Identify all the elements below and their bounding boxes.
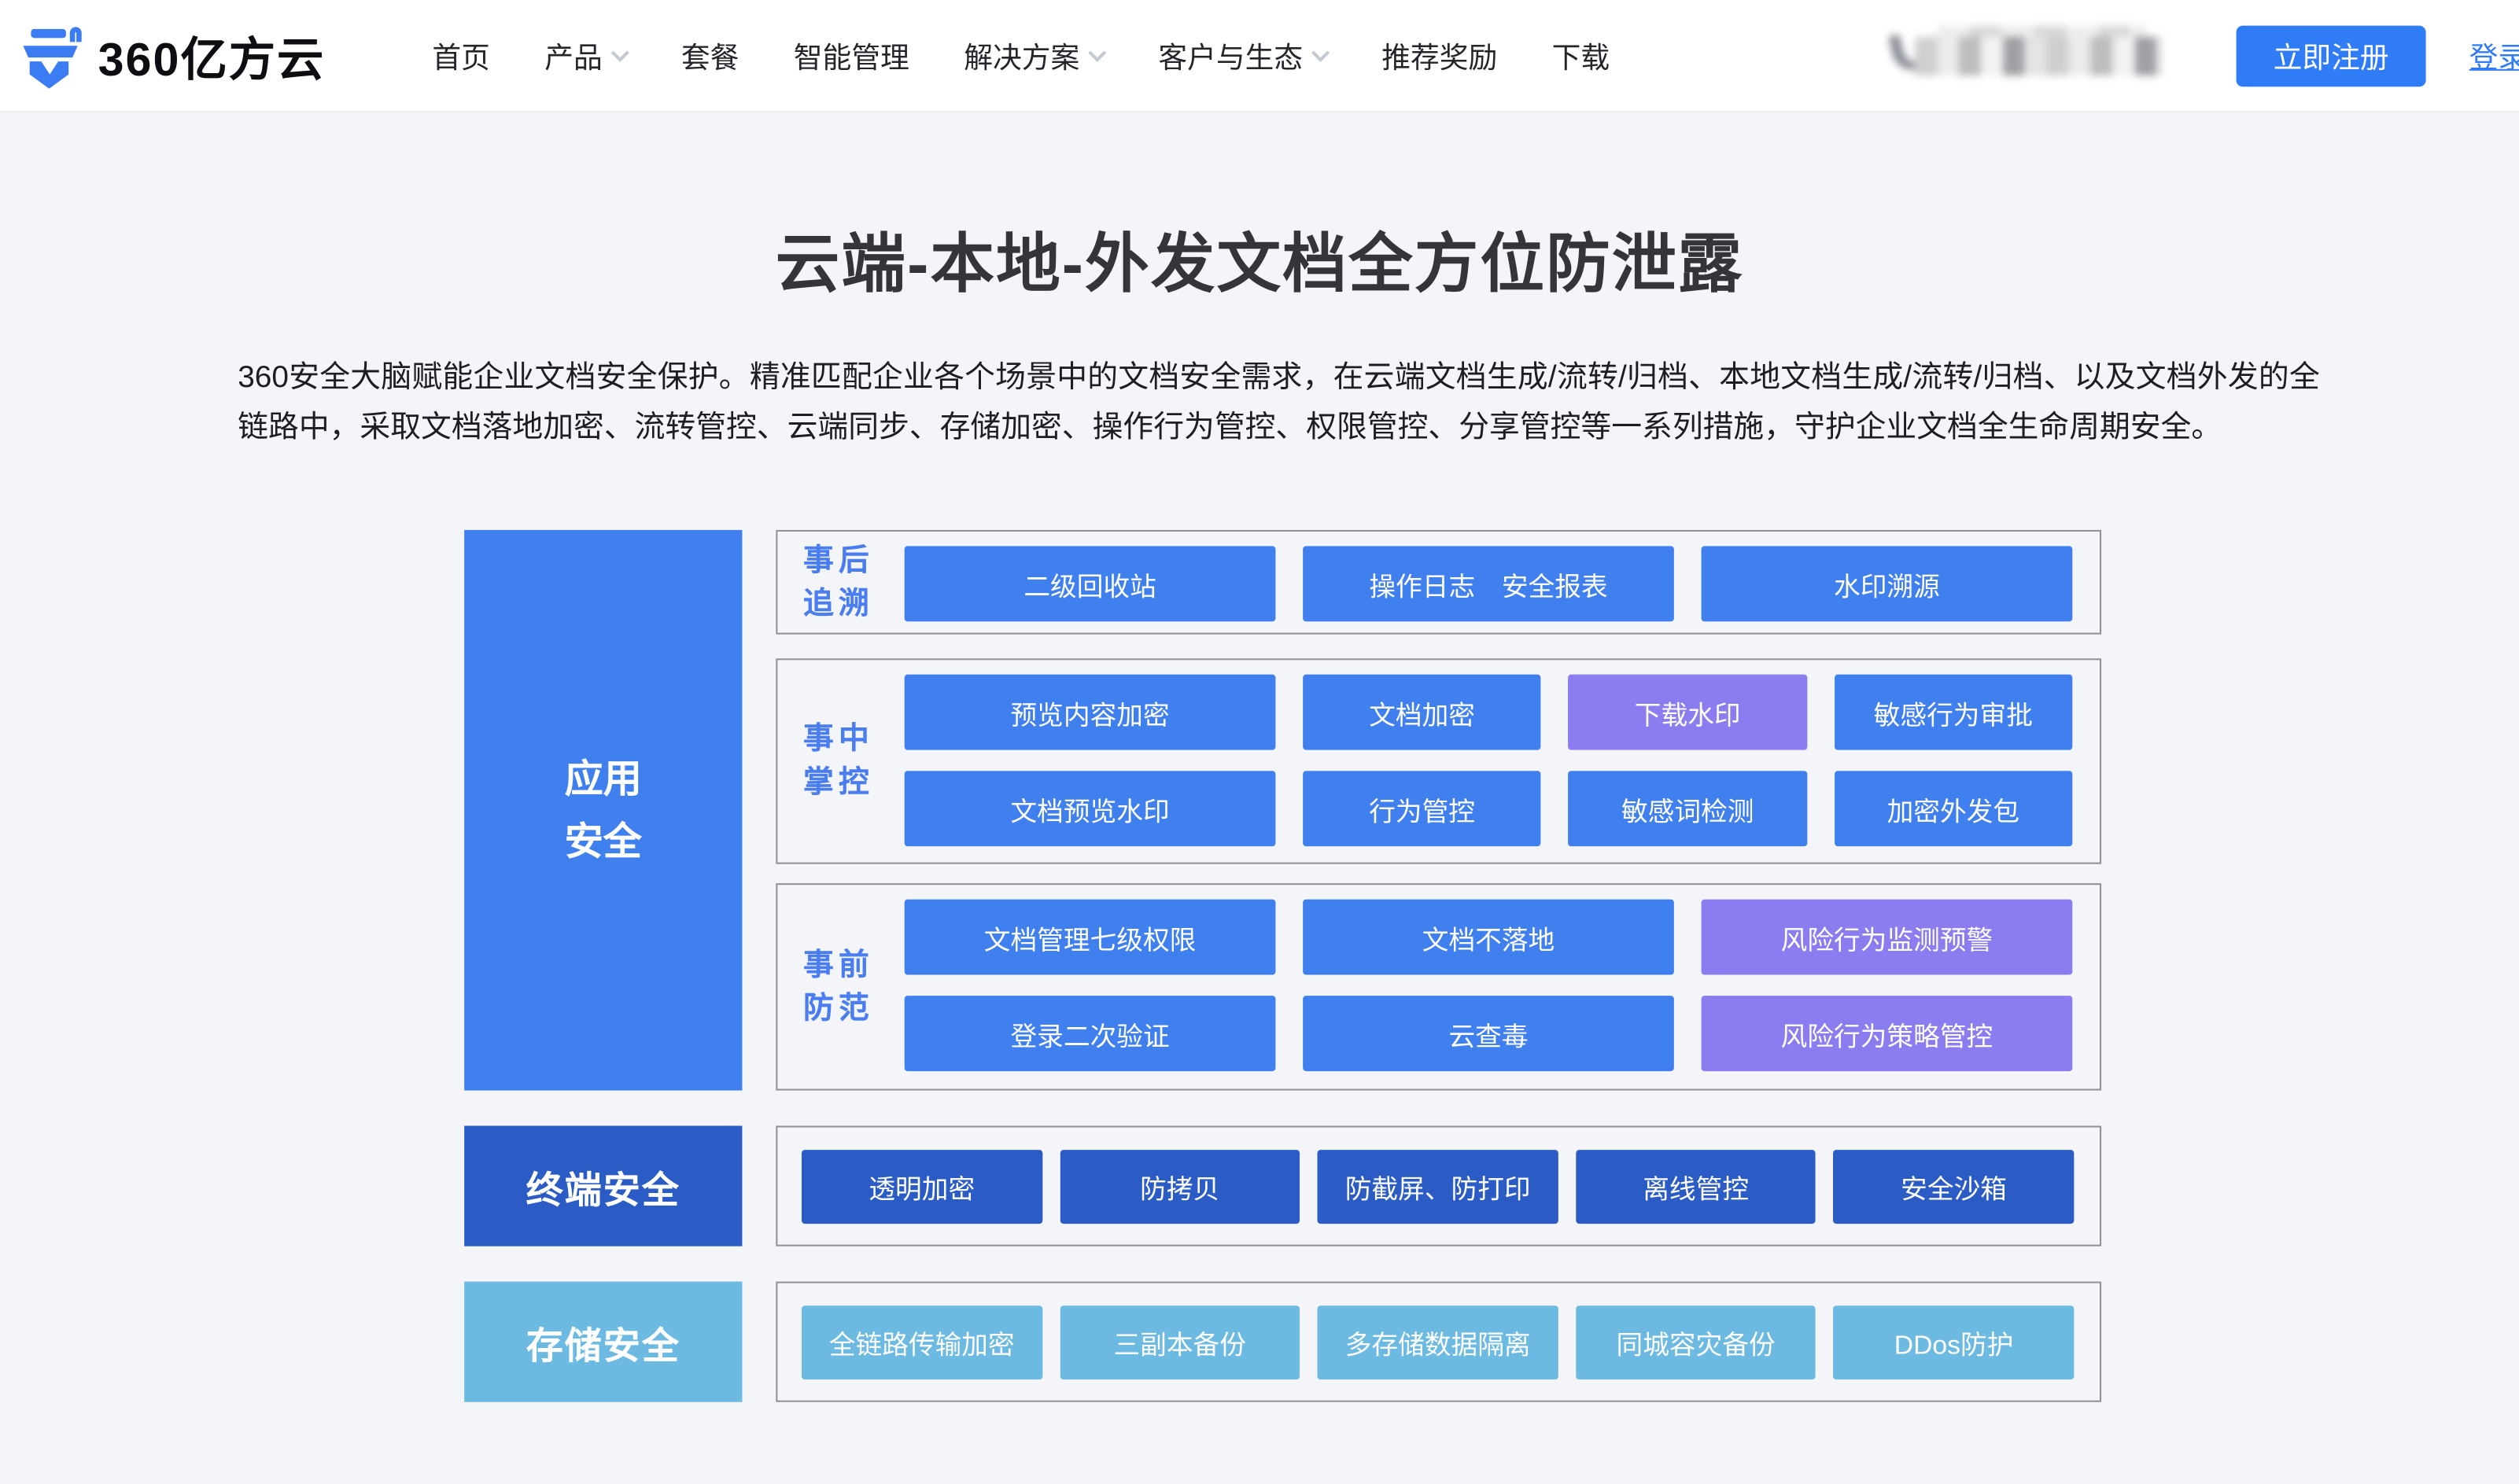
terminal-security-row: 终端安全 透明加密 防拷贝 防截屏、防打印 离线管控 安全沙箱 — [464, 1125, 2102, 1246]
group-pre-event-prevention: 事前防范 文档管理七级权限 文档不落地 风险行为监测预警 登录二次验证 云查毒 … — [776, 883, 2102, 1091]
feature-full-link-encryption: 全链路传输加密 — [802, 1305, 1042, 1380]
group-storage-security: 全链路传输加密 三副本备份 多存储数据隔离 同城容灾备份 DDos防护 — [776, 1281, 2102, 1402]
chevron-down-icon — [1088, 43, 1107, 62]
feature-risk-monitoring-alert: 风险行为监测预警 — [1701, 899, 2073, 975]
nav-item-smart-management[interactable]: 智能管理 — [793, 42, 909, 74]
main-menu: 首页 产品 套餐 智能管理 解决方案 客户与生态 推荐奖励 下载 — [432, 0, 1610, 112]
feature-watermark-tracing: 水印溯源 — [1701, 546, 2073, 622]
nav-item-plans[interactable]: 套餐 — [680, 42, 739, 74]
category-terminal-security: 终端安全 — [464, 1125, 743, 1246]
login-link[interactable]: 登录 — [2469, 42, 2519, 74]
top-navigation: 360亿方云 首页 产品 套餐 智能管理 解决方案 客户与生态 推荐奖励 下载 … — [0, 0, 2519, 112]
feature-recycle-bin: 二级回收站 — [904, 546, 1276, 622]
security-architecture-diagram: 应用安全 事后追溯 二级回收站 操作日志 安全报表 水印溯源 事中掌控 预览内容… — [464, 529, 2102, 1402]
feature-transparent-encryption: 透明加密 — [802, 1150, 1042, 1224]
nav-item-referral-rewards[interactable]: 推荐奖励 — [1381, 42, 1498, 74]
feature-three-replica-backup: 三副本备份 — [1059, 1305, 1300, 1380]
nav-item-customers-ecosystem[interactable]: 客户与生态 — [1158, 35, 1330, 77]
feature-preview-content-encryption: 预览内容加密 — [904, 674, 1276, 750]
group-label: 事中掌控 — [803, 722, 874, 800]
application-security-row: 应用安全 事后追溯 二级回收站 操作日志 安全报表 水印溯源 事中掌控 预览内容… — [464, 529, 2102, 1091]
storage-security-row: 存储安全 全链路传输加密 三副本备份 多存储数据隔离 同城容灾备份 DDos防护 — [464, 1281, 2102, 1402]
group-terminal-security: 透明加密 防拷贝 防截屏、防打印 离线管控 安全沙箱 — [776, 1125, 2102, 1246]
nav-item-download[interactable]: 下载 — [1551, 42, 1610, 74]
feature-behavior-control: 行为管控 — [1303, 771, 1542, 847]
feature-cloud-antivirus: 云查毒 — [1303, 996, 1674, 1072]
logo[interactable]: 360亿方云 — [20, 0, 326, 112]
feature-offline-control: 离线管控 — [1575, 1150, 1816, 1224]
censored-phone-number — [1889, 25, 2163, 87]
feature-preview-watermark: 文档预览水印 — [904, 771, 1276, 847]
feature-no-local-storage: 文档不落地 — [1303, 899, 1674, 975]
feature-anti-screenshot-print: 防截屏、防打印 — [1317, 1150, 1558, 1224]
feature-seven-level-permission: 文档管理七级权限 — [904, 899, 1276, 975]
nav-item-products[interactable]: 产品 — [544, 35, 629, 77]
logo-shield-icon — [20, 23, 87, 90]
register-button[interactable]: 立即注册 — [2236, 25, 2426, 87]
group-label: 事前防范 — [803, 948, 874, 1026]
feature-anti-copy: 防拷贝 — [1059, 1150, 1300, 1224]
feature-sensitive-behavior-approval: 敏感行为审批 — [1834, 674, 2073, 750]
chevron-down-icon — [1311, 43, 1330, 62]
logo-text: 360亿方云 — [98, 35, 326, 87]
page-description: 360安全大脑赋能企业文档安全保护。精准匹配企业各个场景中的文档安全需求，在云端… — [238, 361, 2320, 445]
nav-item-home[interactable]: 首页 — [432, 42, 490, 74]
group-in-process-control: 事中掌控 预览内容加密 文档加密 下载水印 敏感行为审批 文档预览水印 行为管控… — [776, 658, 2102, 864]
feature-operation-log-report: 操作日志 安全报表 — [1303, 546, 1674, 622]
feature-encrypted-outgoing-package: 加密外发包 — [1834, 771, 2073, 847]
feature-login-verification: 登录二次验证 — [904, 996, 1276, 1072]
feature-multi-storage-isolation: 多存储数据隔离 — [1317, 1305, 1558, 1380]
phone-icon — [1889, 31, 1918, 75]
category-storage-security: 存储安全 — [464, 1281, 743, 1402]
feature-security-sandbox: 安全沙箱 — [1833, 1150, 2075, 1224]
feature-ddos-protection: DDos防护 — [1833, 1305, 2075, 1380]
feature-sensitive-word-detection: 敏感词检测 — [1568, 771, 1807, 847]
group-label: 事后追溯 — [803, 543, 874, 621]
nav-item-solutions[interactable]: 解决方案 — [964, 35, 1107, 77]
group-post-event-tracing: 事后追溯 二级回收站 操作日志 安全报表 水印溯源 — [776, 529, 2102, 635]
feature-document-encryption: 文档加密 — [1303, 674, 1542, 750]
feature-download-watermark: 下载水印 — [1568, 674, 1807, 750]
feature-intra-city-disaster-backup: 同城容灾备份 — [1575, 1305, 1816, 1380]
feature-risk-policy-control: 风险行为策略管控 — [1701, 996, 2073, 1072]
chevron-down-icon — [610, 43, 629, 62]
category-application-security: 应用安全 — [464, 529, 743, 1091]
page-title: 云端-本地-外发文档全方位防泄露 — [775, 230, 1744, 300]
